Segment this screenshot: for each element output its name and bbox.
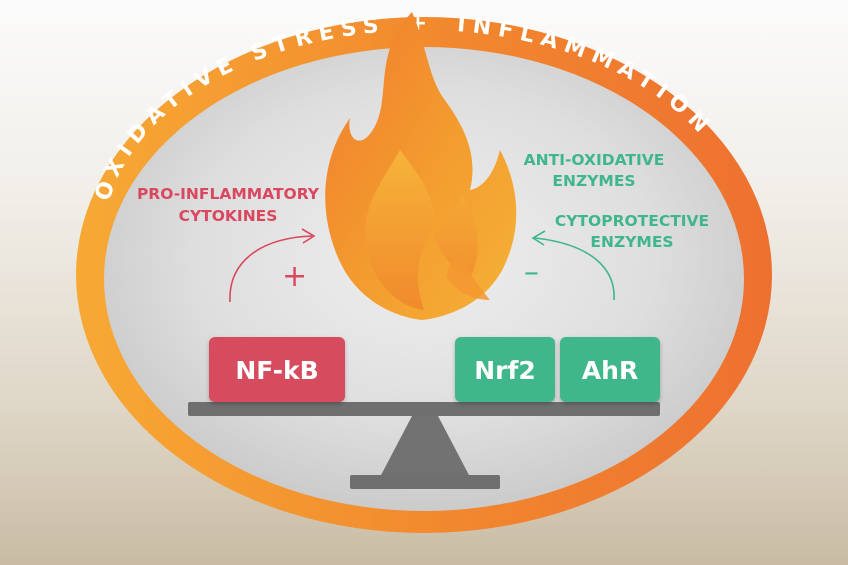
cytoprotective-label: CYTOPROTECTIVE xyxy=(555,212,709,230)
cytokines-label: CYTOKINES xyxy=(179,207,278,225)
pro-inflammatory-label: PRO-INFLAMMATORY xyxy=(137,185,320,203)
positive-sign: + xyxy=(282,259,307,294)
nfkb-box: NF-kB xyxy=(209,337,345,402)
flame-icon xyxy=(325,12,517,320)
nfkb-label: NF-kB xyxy=(235,356,318,385)
protective-arrow-icon xyxy=(531,230,615,301)
pro-arrow-icon xyxy=(229,228,316,303)
nrf2-box: Nrf2 xyxy=(455,337,555,402)
anti-oxidative-label: ANTI-OXIDATIVE xyxy=(524,151,665,169)
balance-scale-icon xyxy=(188,402,660,489)
negative-sign: – xyxy=(524,255,539,290)
ahr-box: AhR xyxy=(560,337,660,402)
nrf2-label: Nrf2 xyxy=(474,356,536,385)
ahr-label: AhR xyxy=(582,356,638,385)
cyto-enzymes-label: ENZYMES xyxy=(590,233,673,251)
anti-enzymes-label: ENZYMES xyxy=(552,172,635,190)
